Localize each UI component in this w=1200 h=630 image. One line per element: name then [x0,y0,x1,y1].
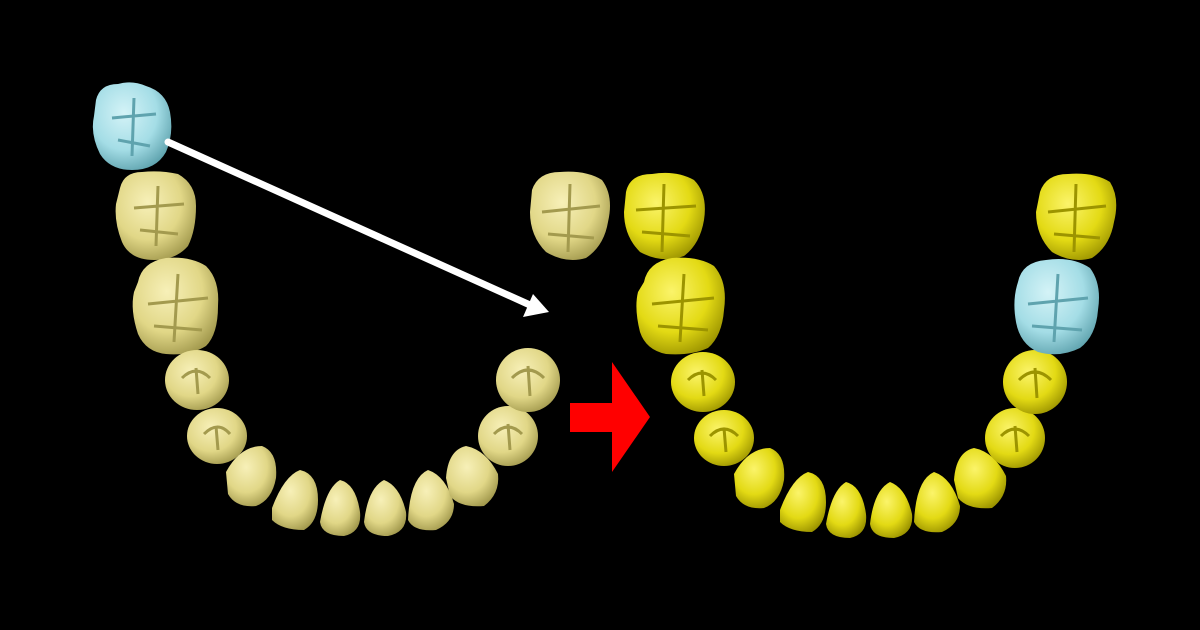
after-right-first-premolar [985,408,1045,468]
left-second-premolar [165,350,229,410]
after-left-second-premolar [671,352,735,412]
left-canine [226,446,277,507]
after-left-first-molar [636,257,725,355]
right-lateral-incisor [408,470,454,531]
after-right-first-molar-transplanted [1014,259,1099,355]
left-central-incisor [320,480,361,536]
arrow-right-down-icon [164,138,549,317]
left-first-molar [132,257,219,355]
before-arch [92,82,610,536]
after-right-central-incisor [870,482,913,538]
after-left-second-molar [624,172,705,260]
after-right-lateral-incisor [914,472,960,533]
after-left-central-incisor [826,482,867,538]
after-right-second-molar [1036,173,1117,260]
right-central-incisor [364,480,407,536]
right-second-molar [530,171,610,260]
right-first-premolar [478,406,538,466]
after-left-first-premolar [694,410,754,466]
left-first-premolar [187,408,247,464]
after-right-second-premolar [1003,350,1067,414]
arrow-right-icon [570,362,650,472]
left-second-molar [115,171,196,260]
right-second-premolar [496,348,560,412]
right-canine [446,446,499,507]
left-third-molar-moving [92,82,172,170]
after-left-lateral-incisor [780,472,826,532]
after-right-canine [954,448,1007,509]
after-arch [624,172,1117,538]
after-left-canine [734,448,785,509]
left-lateral-incisor [272,470,318,530]
